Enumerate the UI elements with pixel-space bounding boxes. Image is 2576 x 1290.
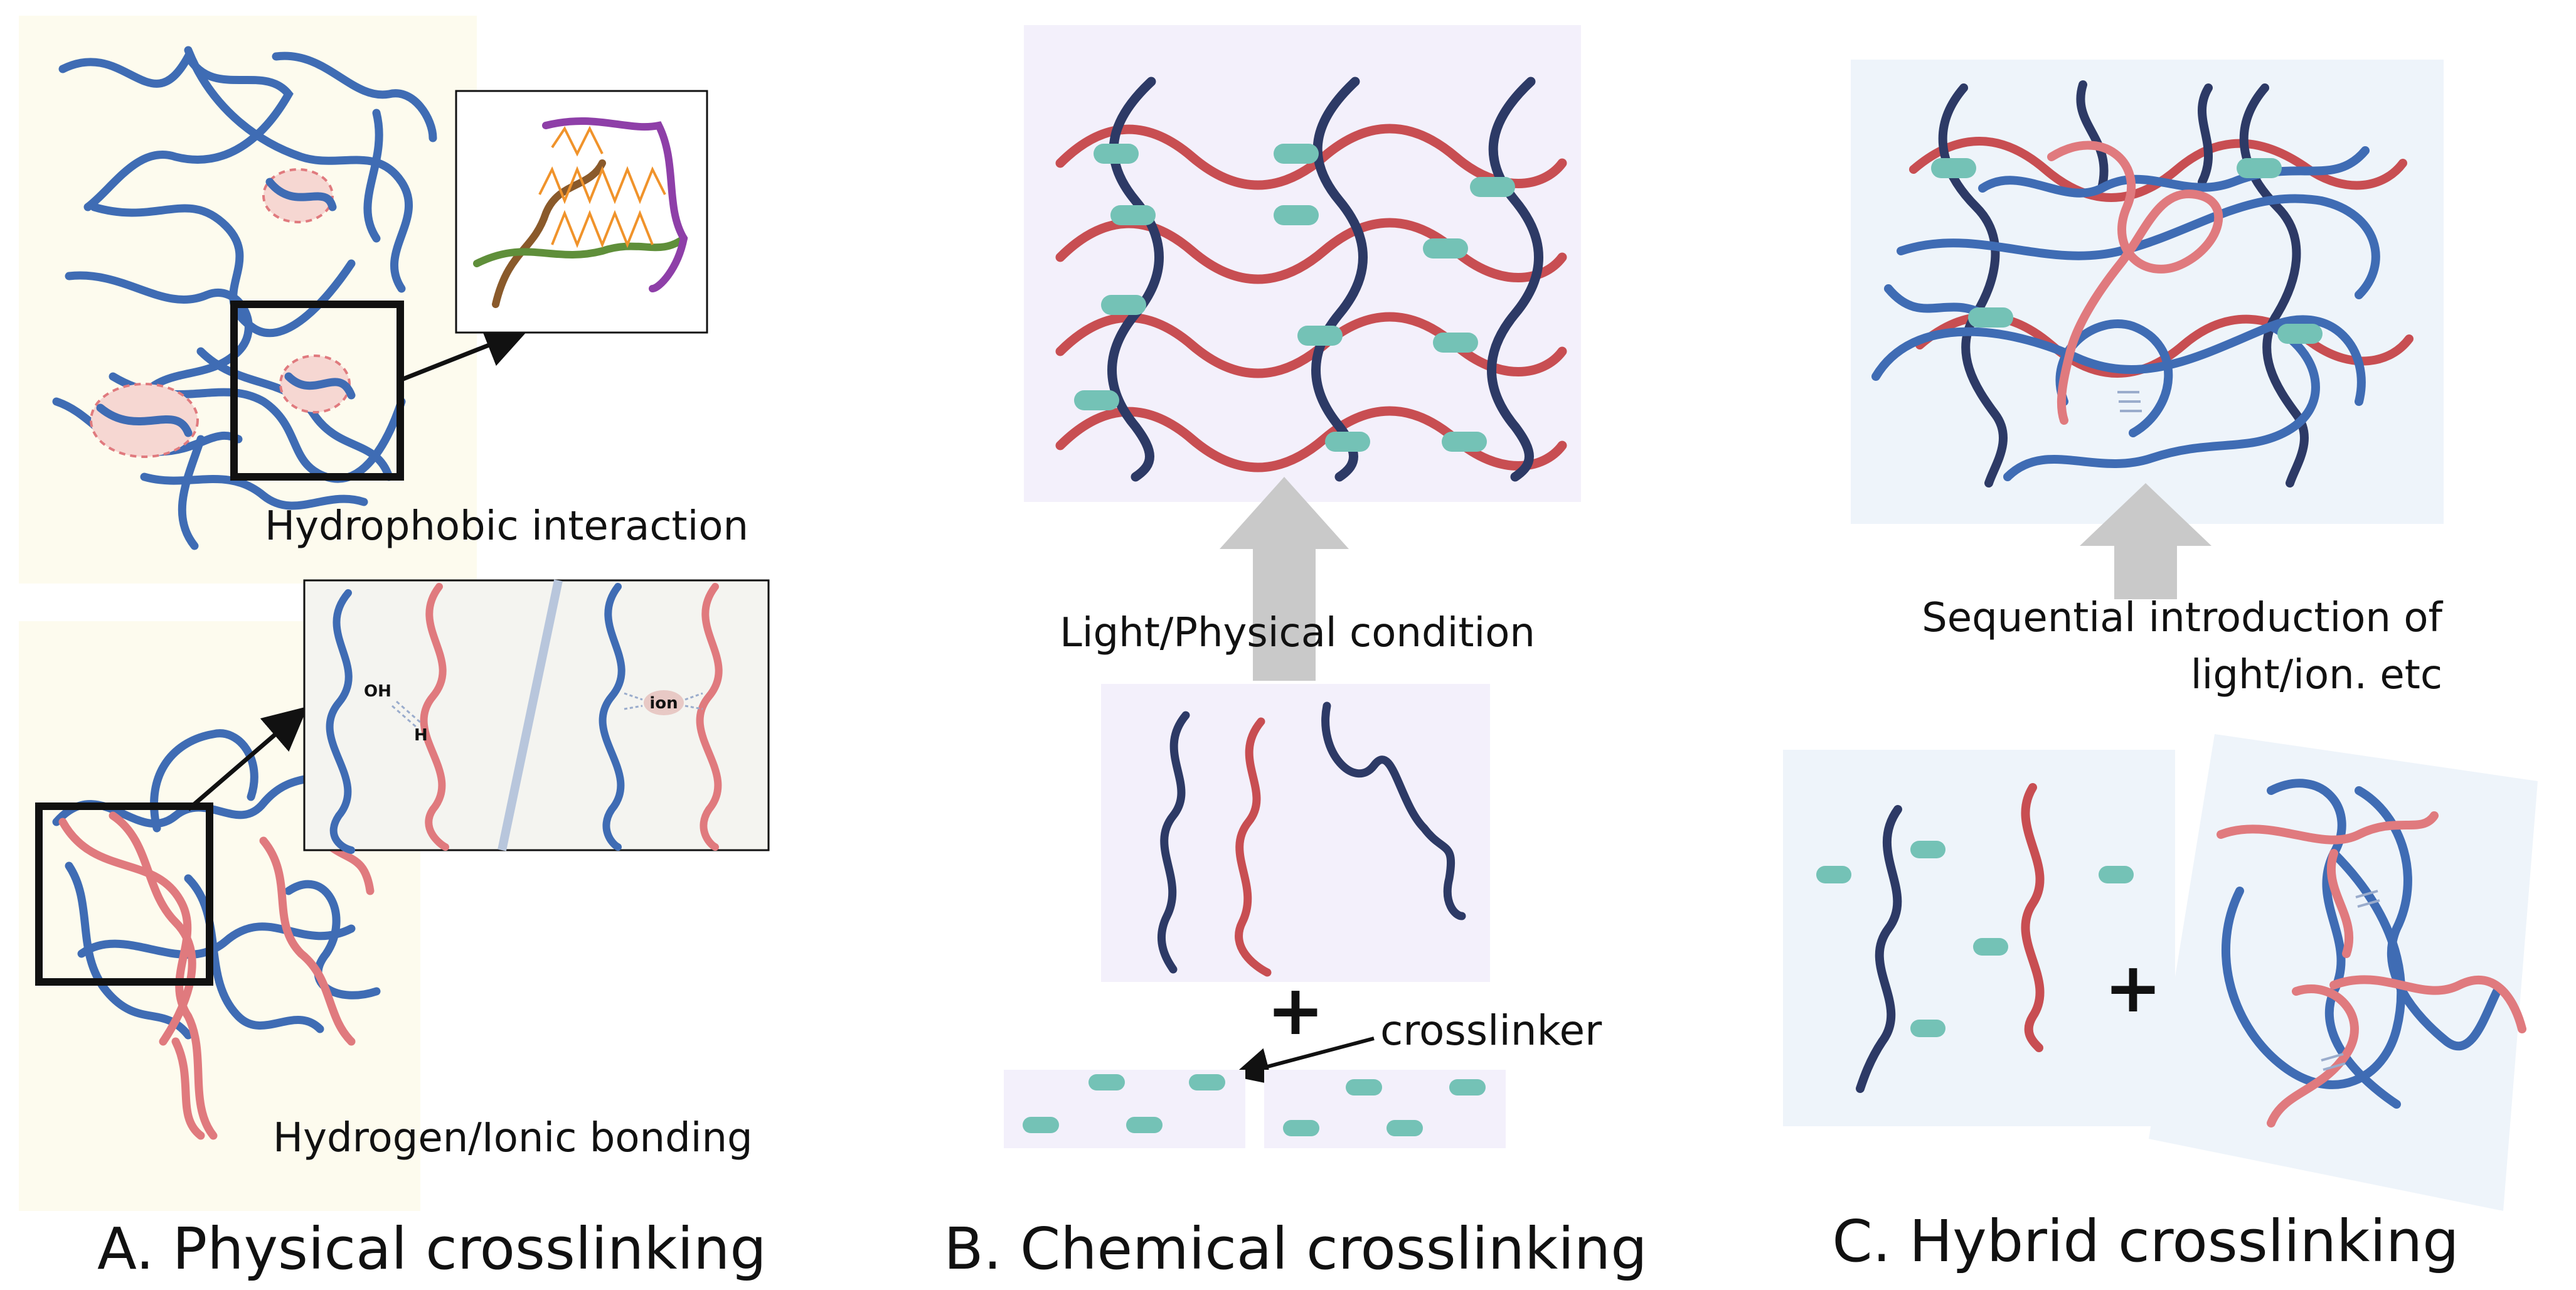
panel-c-plus: + (2104, 947, 2162, 1028)
panel-a-title: A. Physical crosslinking (97, 1215, 767, 1282)
h-label: H (414, 726, 428, 745)
process-arrow-c (2080, 483, 2211, 599)
precursor-chains (1157, 701, 1466, 977)
crosslink-points (1074, 144, 1515, 452)
zoom-arrow-hbond (186, 706, 308, 811)
panel-b-condition-label: Light/Physical condition (1060, 610, 1535, 656)
panel-c: Sequential introduction of light/ion. et… (1783, 60, 2538, 1275)
crosslinker-molecules (1023, 1074, 1486, 1136)
hydrophobic-clusters (90, 168, 351, 458)
hybrid-blue-chains (1871, 146, 2380, 481)
hydrophobic-inset (455, 90, 708, 334)
zoom-arrow-hydrophobic (400, 325, 530, 382)
ion-label: ion (649, 694, 678, 713)
panel-c-precursor-chains (1856, 783, 2045, 1093)
hybrid-crosslinks (1931, 158, 2323, 344)
panel-c-network-background (1851, 60, 2444, 524)
panel-b-title: B. Chemical crosslinking (944, 1215, 1647, 1282)
panel-c-condition-line1: Sequential introduction of (1922, 595, 2443, 641)
panel-c-physical-hbonds (2321, 890, 2380, 1071)
panel-c-precursor-background (1783, 750, 2175, 1126)
hbond-inset (303, 579, 770, 854)
panel-c-title: C. Hybrid crosslinking (1832, 1208, 2459, 1275)
hydrophobic-zoom-box (230, 301, 404, 481)
hbond-zoom-box (35, 802, 213, 986)
crosslinker-label: crosslinker (1380, 1006, 1602, 1055)
panel-b-plus: + (1267, 970, 1324, 1050)
hybrid-pink-chain (2047, 141, 2223, 425)
panel-a: Hydrophobic interaction (19, 16, 770, 1282)
panel-c-crosslinker-molecules (1816, 841, 2134, 1037)
hbond-label: Hydrogen/Ionic bonding (273, 1115, 753, 1161)
hydrophobic-label: Hydrophobic interaction (265, 503, 748, 550)
hybrid-hbonds (2117, 391, 2142, 412)
oh-label: OH (364, 682, 391, 701)
panel-b: Light/Physical condition + crosslinker B… (944, 25, 1647, 1282)
crosslinker-arrow (1232, 1037, 1375, 1085)
panel-c-condition-line2: light/ion. etc (2191, 652, 2442, 698)
panel-c-physical-network (2217, 779, 2526, 1127)
process-arrow-b (1220, 477, 1349, 681)
